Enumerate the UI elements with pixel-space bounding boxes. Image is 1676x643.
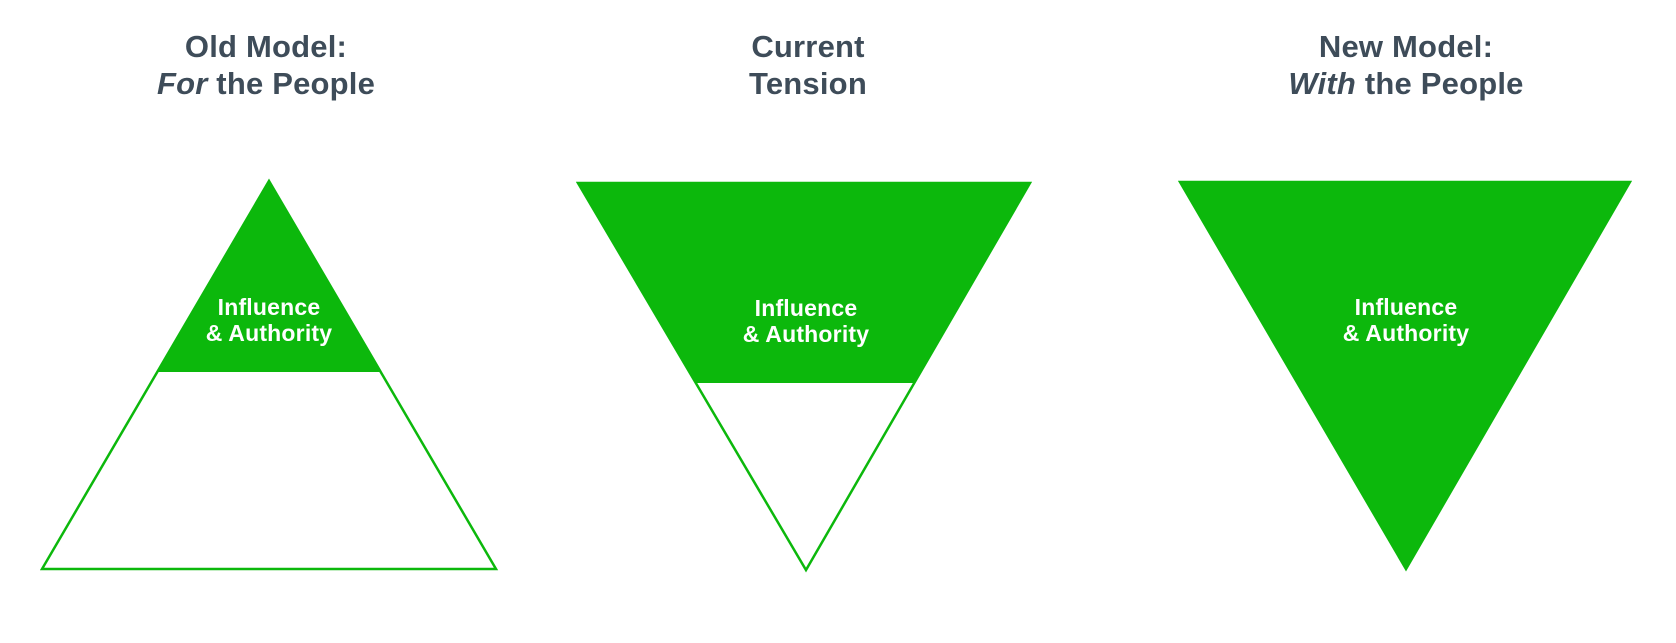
inverted-triangle-new-model (1178, 180, 1632, 572)
title-line-2: For the People (46, 65, 486, 102)
title-italic-word: With (1288, 66, 1357, 101)
triangle-outline (40, 178, 499, 571)
title-italic-word: For (156, 66, 208, 101)
title-line-1: Current (751, 29, 865, 64)
label-line-2: & Authority (1342, 320, 1470, 346)
title-line-2: Tension (588, 65, 1028, 102)
title-rest: the People (1356, 66, 1524, 101)
label-line-1: Influence (1354, 294, 1458, 320)
label-line-2: & Authority (205, 320, 333, 346)
label-line-1: Influence (217, 294, 321, 320)
influence-authority-label: Influence & Authority (149, 294, 389, 346)
inverted-triangle-current-tension (576, 181, 1032, 573)
title-line-2: With the People (1186, 65, 1626, 102)
panel-title-new-model: New Model: With the People (1186, 28, 1626, 102)
title-rest: Tension (749, 66, 867, 101)
influence-authority-fill (1178, 180, 1632, 572)
influence-authority-fill (578, 183, 1030, 383)
panel-title-current-tension: Current Tension (588, 28, 1028, 102)
title-rest: the People (207, 66, 376, 101)
title-line-1: New Model: (1318, 29, 1494, 64)
label-line-1: Influence (754, 295, 858, 321)
label-line-2: & Authority (742, 321, 870, 347)
panel-title-old-model: Old Model: For the People (46, 28, 486, 102)
influence-authority-label: Influence & Authority (1286, 294, 1526, 346)
title-line-1: Old Model: (184, 29, 348, 64)
influence-authority-label: Influence & Authority (686, 295, 926, 347)
influence-authority-fill (157, 181, 381, 372)
upright-triangle-old-model (40, 178, 499, 571)
